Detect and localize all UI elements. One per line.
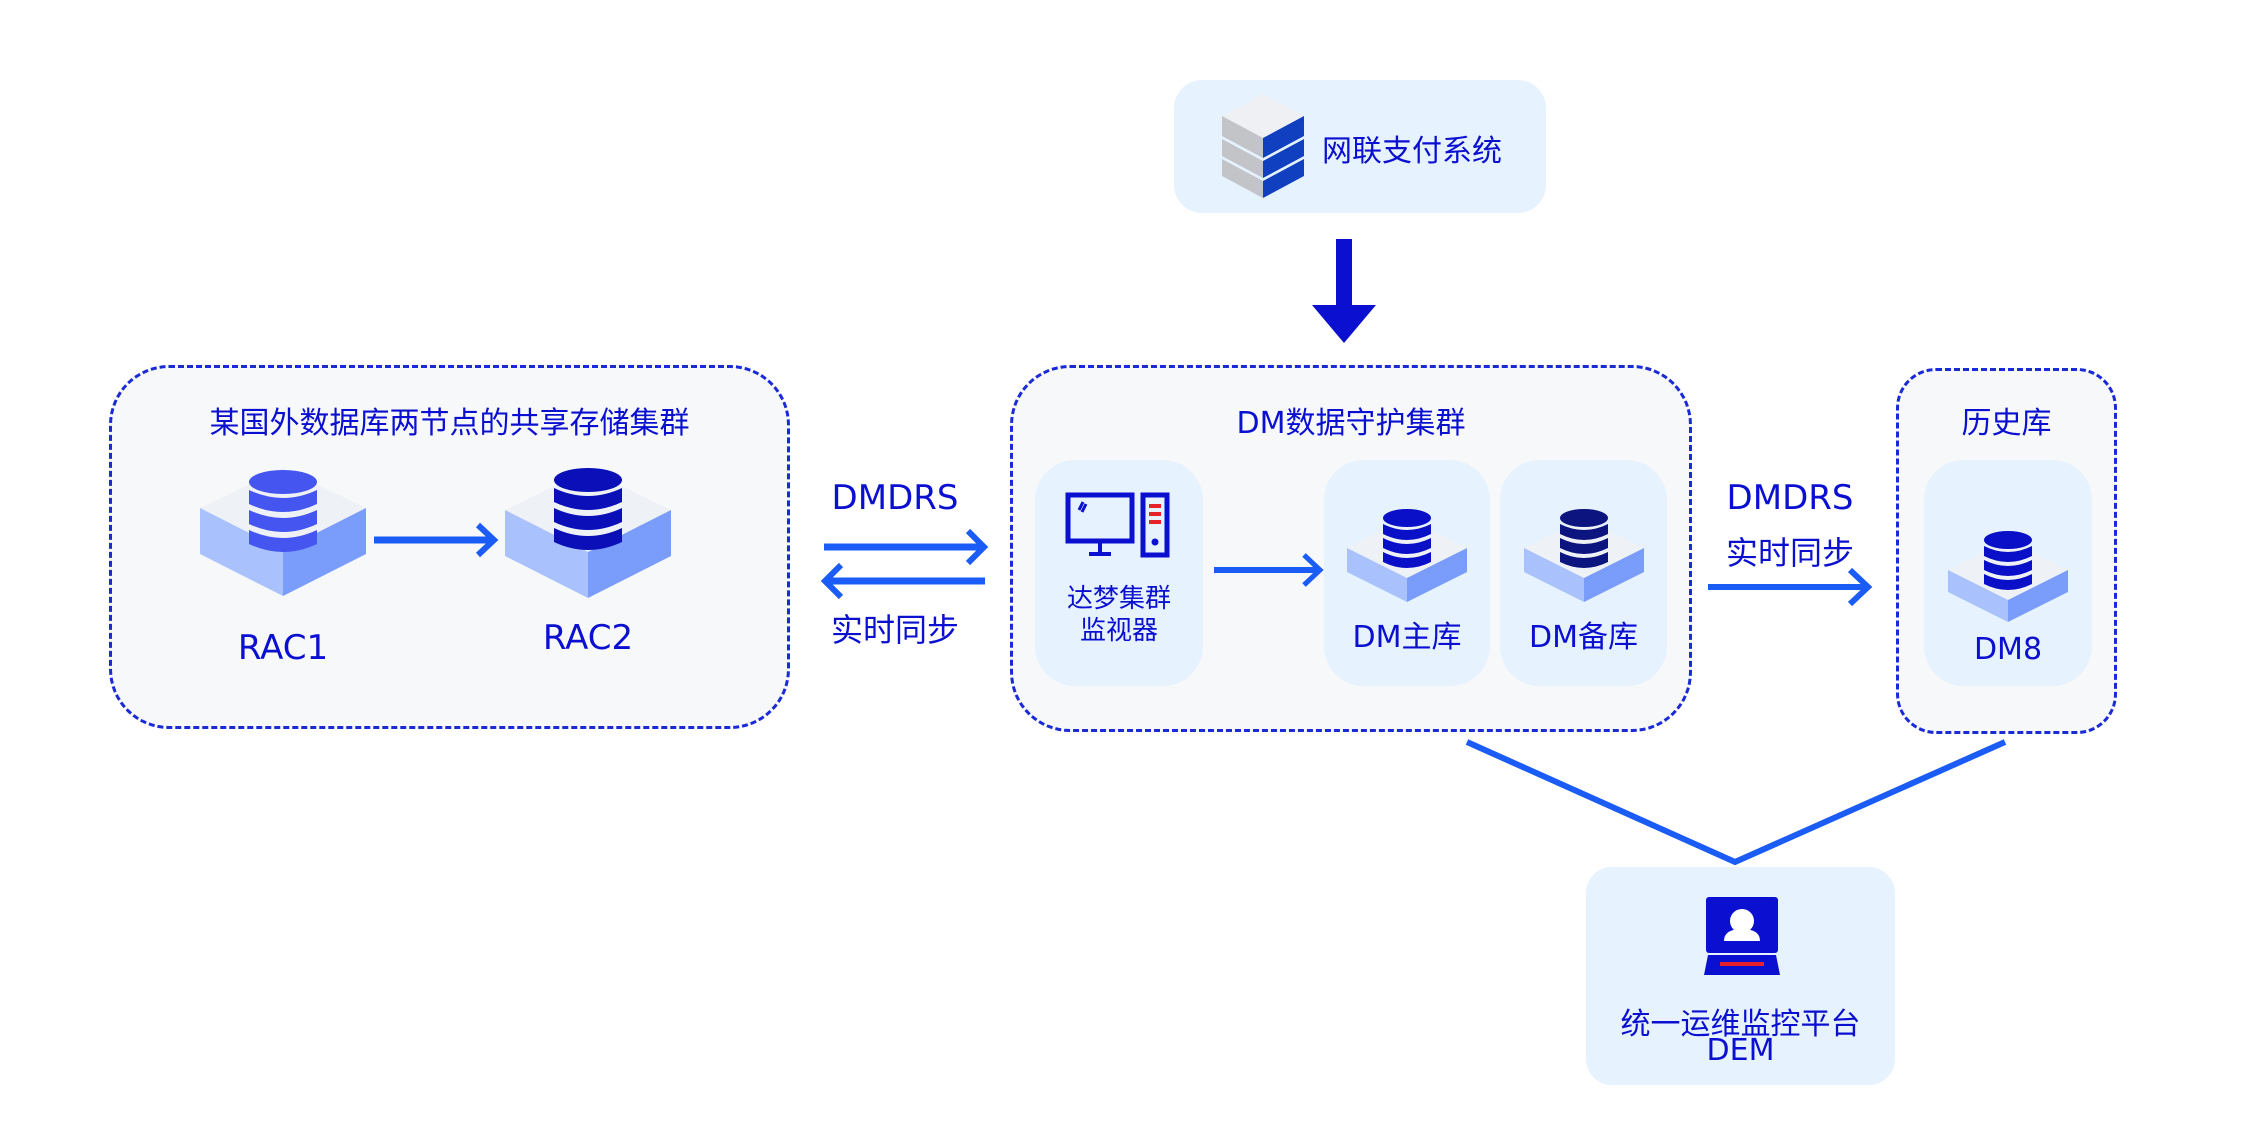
rac-replication-arrow-icon — [374, 522, 499, 558]
rac2-label: RAC2 — [542, 618, 634, 658]
dm8-node[interactable]: DM8 — [1924, 460, 2092, 686]
history-cluster-title: 历史库 — [1961, 406, 2052, 441]
payment-system-node[interactable]: 网联支付系统 — [1174, 80, 1546, 213]
monitor-label-line2: 监视器 — [1079, 616, 1158, 646]
rac1-database-icon — [200, 468, 366, 596]
monitor-label-line1: 达梦集群 — [1066, 584, 1171, 614]
dm-standby-node[interactable]: DM备库 — [1500, 460, 1667, 686]
monitor-to-primary-arrow-icon — [1214, 553, 1324, 587]
bidirectional-sync-arrows-icon — [820, 528, 989, 600]
dm-guard-cluster-title: DM数据守护集群 — [1236, 406, 1466, 441]
payment-system-label: 网联支付系统 — [1322, 134, 1502, 169]
right-sync-protocol-label: DMDRS — [1726, 478, 1854, 518]
left-sync-protocol-label: DMDRS — [831, 478, 959, 518]
foreign-cluster-title: 某国外数据库两节点的共享存储集群 — [209, 406, 690, 441]
server-stack-icon — [1222, 94, 1304, 198]
dm-primary-node[interactable]: DM主库 — [1324, 460, 1490, 686]
rac1-label: RAC1 — [237, 628, 329, 668]
operator-terminal-icon — [1704, 897, 1780, 975]
dem-connector-line — [1465, 739, 2007, 866]
dm-primary-label: DM主库 — [1352, 620, 1462, 655]
dm8-label: DM8 — [1973, 632, 2043, 667]
down-arrow-icon — [1312, 239, 1376, 343]
computer-icon — [1065, 492, 1170, 558]
dem-label-line1: 统一运维监控平台 — [1620, 1007, 1861, 1042]
database-icon — [1347, 509, 1467, 602]
left-sync-mode-label: 实时同步 — [830, 611, 959, 649]
dem-label-line2: DEM — [1706, 1033, 1775, 1068]
right-sync-arrow-icon — [1708, 567, 1873, 607]
cluster-monitor-node[interactable]: 达梦集群 监视器 — [1035, 460, 1203, 686]
dm-standby-label: DM备库 — [1529, 620, 1638, 655]
database-icon — [1948, 531, 2068, 622]
rac2-database-icon — [505, 468, 671, 598]
right-sync-mode-label: 实时同步 — [1725, 534, 1854, 572]
dem-platform-node[interactable]: 统一运维监控平台 DEM — [1586, 867, 1895, 1085]
database-icon — [1524, 509, 1644, 602]
